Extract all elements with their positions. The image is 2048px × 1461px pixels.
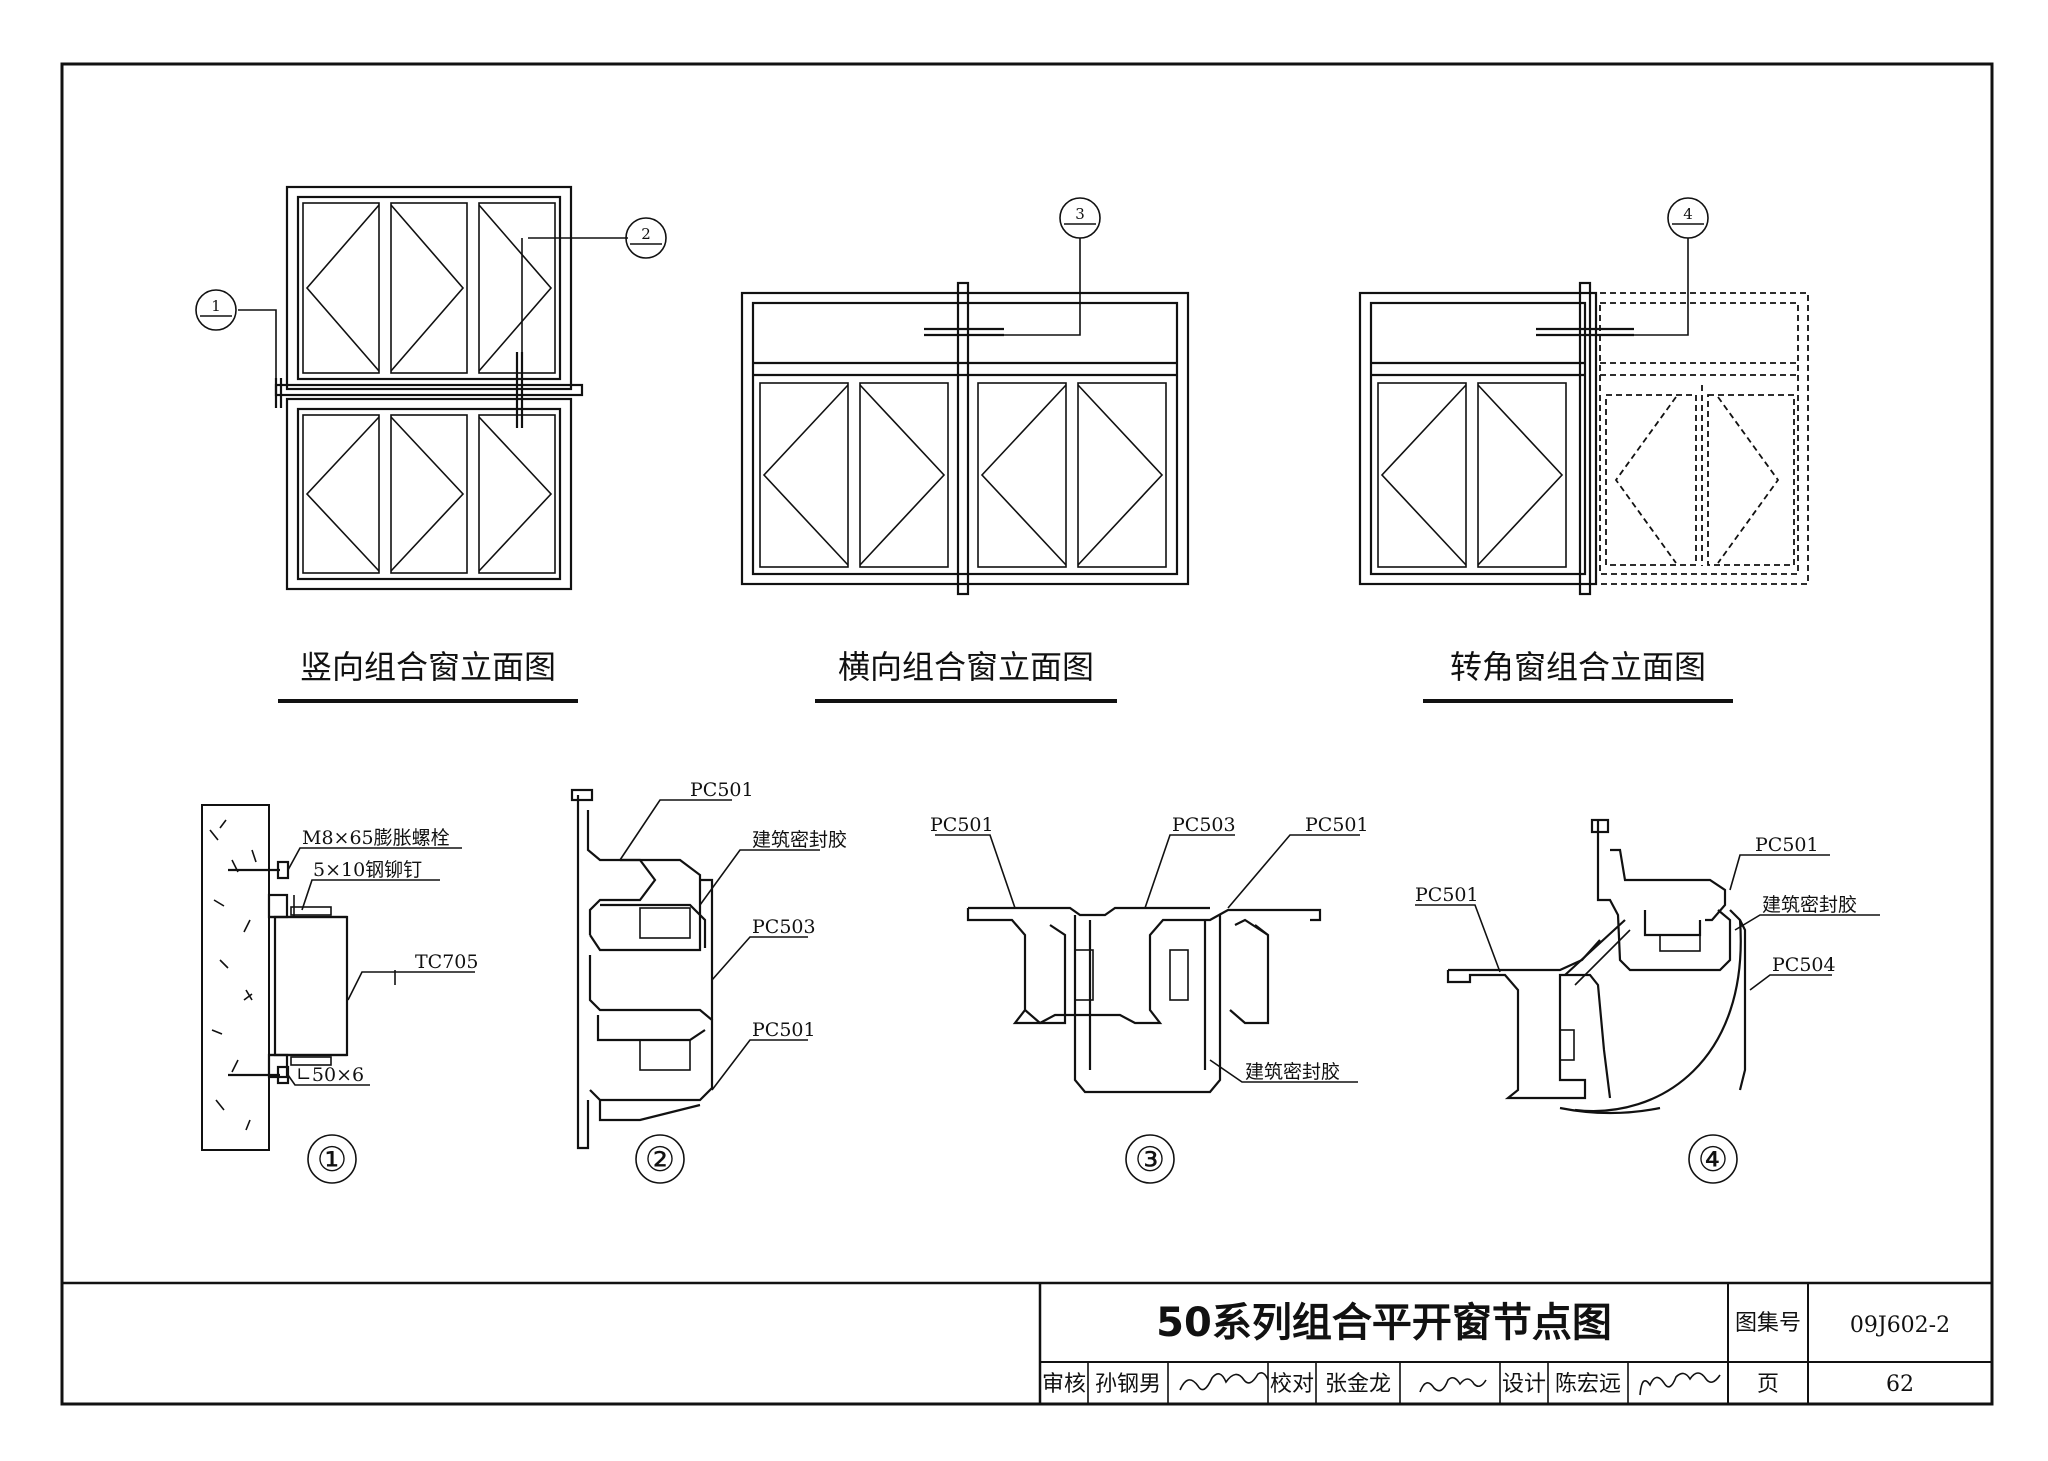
corner-window-elevation (1358, 197, 1809, 703)
detail-4-number: ④ (1698, 1140, 1728, 1180)
corner-elevation-title: 转角窗组合立面图 (1450, 648, 1706, 686)
detail-3-middle-label: PC503 (1172, 814, 1236, 836)
detail-1-rivet-label: 5×10钢铆钉 (313, 859, 422, 881)
reviewer-name: 孙钢男 (1095, 1372, 1161, 1397)
detail-4-left-label: PC501 (1415, 884, 1479, 906)
horizontal-elevation-title: 横向组合窗立面图 (838, 648, 1094, 686)
detail-3-sealant-label: 建筑密封胶 (1245, 1061, 1340, 1083)
detail-1-angle-label: ∟50×6 (296, 1064, 364, 1086)
detail-2-sealant-label: 建筑密封胶 (752, 829, 847, 851)
detail-3-right-label: PC501 (1305, 814, 1369, 836)
detail-2-vertical-joint (570, 788, 820, 1184)
check-label: 校对 (1270, 1372, 1314, 1397)
detail-3-number: ③ (1135, 1140, 1165, 1180)
detail-1-profile-label: TC705 (415, 951, 478, 973)
atlas-label: 图集号 (1735, 1311, 1801, 1336)
designer-name: 陈宏远 (1555, 1372, 1621, 1397)
callout-2: 2 (641, 225, 651, 243)
review-label: 审核 (1042, 1372, 1086, 1397)
callout-1: 1 (211, 297, 221, 315)
page-number: 62 (1886, 1372, 1914, 1397)
detail-1-number: ① (317, 1140, 347, 1180)
vertical-window-elevation (195, 185, 667, 703)
sheet-border (60, 62, 1994, 1406)
detail-3-horizontal-joint (935, 834, 1360, 1184)
designer-signature (1639, 1372, 1721, 1396)
detail-4-corner-joint (1415, 818, 1880, 1184)
detail-1-wall-anchor (201, 804, 475, 1184)
title-block (1038, 1283, 1992, 1404)
vertical-elevation-title: 竖向组合窗立面图 (300, 648, 556, 686)
callout-3: 3 (1075, 205, 1085, 223)
reviewer-signature (1179, 1372, 1269, 1391)
detail-1-bolt-label: M8×65膨胀螺栓 (302, 827, 450, 849)
callout-4: 4 (1683, 205, 1693, 223)
detail-2-top-label: PC501 (690, 779, 754, 801)
detail-4-corner-label: PC504 (1772, 954, 1836, 976)
detail-3-left-label: PC501 (930, 814, 994, 836)
detail-2-bottom-label: PC501 (752, 1019, 816, 1041)
detail-2-middle-label: PC503 (752, 916, 816, 938)
checker-name: 张金龙 (1325, 1372, 1391, 1397)
drawing-title: 50系列组合平开窗节点图 (1156, 1300, 1612, 1346)
horizontal-window-elevation (740, 197, 1190, 703)
detail-4-right-label: PC501 (1755, 834, 1819, 856)
atlas-number: 09J602-2 (1850, 1313, 1950, 1338)
detail-4-sealant-label: 建筑密封胶 (1762, 894, 1857, 916)
page-label: 页 (1757, 1372, 1779, 1397)
detail-2-number: ② (645, 1140, 675, 1180)
design-label: 设计 (1502, 1372, 1546, 1397)
checker-signature (1419, 1376, 1487, 1393)
